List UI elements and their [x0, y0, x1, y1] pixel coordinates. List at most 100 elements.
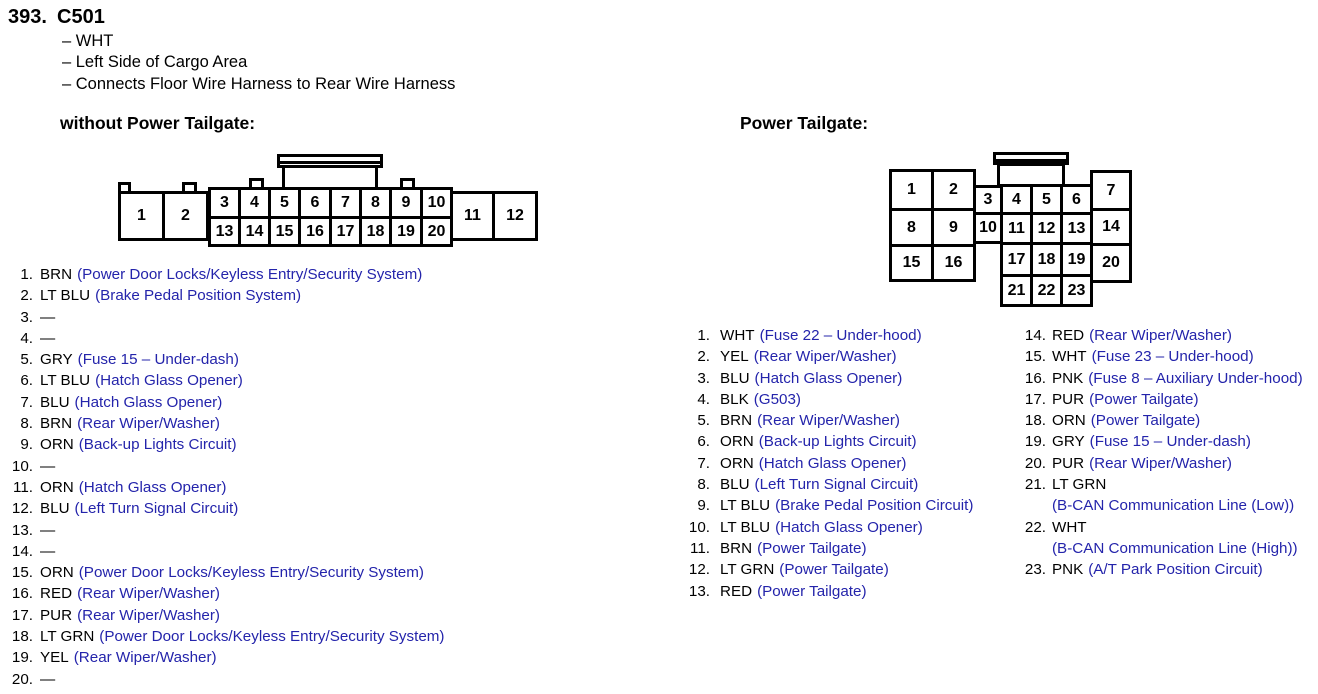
circuit-label: (Rear Wiper/Washer) — [1089, 454, 1232, 472]
circuit-label: (B-CAN Communication Line (Low)) — [1052, 497, 1295, 515]
circuit-label: (Left Turn Signal Circuit) — [754, 476, 919, 494]
wire-color: WHT — [1052, 518, 1087, 536]
wire-color: — — [40, 521, 56, 539]
pin-description: — — [40, 456, 60, 477]
circuit-label: (Hatch Glass Opener) — [758, 454, 907, 472]
wire-color: LT GRN — [40, 628, 95, 646]
wire-color: — — [40, 542, 56, 560]
pin-cell: 19 — [389, 216, 423, 247]
pin-description: BLU(Hatch Glass Opener) — [40, 392, 222, 413]
pin-list-item: 8. BLU(Left Turn Signal Circuit) — [682, 474, 1002, 495]
circuit-label: (Rear Wiper/Washer) — [73, 649, 217, 667]
pin-description: ORN(Power Tailgate) — [1052, 410, 1200, 431]
latch-line — [280, 161, 380, 164]
circuit-label: (Power Tailgate) — [1090, 412, 1201, 430]
pin-list-item: 13. — — [8, 520, 488, 541]
pin-description: BRN(Rear Wiper/Washer) — [720, 410, 900, 431]
pin-cell: 7 — [329, 187, 362, 219]
pin-list-item: 9. LT BLU(Brake Pedal Position Circuit) — [682, 495, 1002, 516]
pin-description: — — [40, 328, 60, 349]
detail-line-function: – Connects Floor Wire Harness to Rear Wi… — [62, 74, 456, 93]
wire-color: — — [40, 670, 56, 688]
wire-color: WHT — [720, 327, 755, 344]
pin-list-item: 11. ORN(Hatch Glass Opener) — [8, 477, 488, 498]
circuit-label: (Rear Wiper/Washer) — [757, 412, 900, 430]
circuit-label: (Hatch Glass Opener) — [95, 372, 243, 390]
pin-list-item: 18. LT GRN(Power Door Locks/Keyless Entr… — [8, 626, 488, 647]
pin-cell: 17 — [1000, 242, 1033, 277]
pin-description: — — [40, 669, 60, 690]
pin-number: 10. — [11, 457, 33, 475]
circuit-label: (Brake Pedal Position System) — [95, 287, 302, 305]
pin-description: — — [40, 541, 60, 562]
connector-details: – WHT – Left Side of Cargo Area – Connec… — [62, 31, 455, 95]
wire-color: LT BLU — [40, 287, 91, 305]
pin-list-item: 9. ORN(Back-up Lights Circuit) — [8, 434, 488, 455]
pin-cell: 16 — [298, 216, 332, 247]
wire-color: BRN — [720, 539, 753, 557]
pin-description: ORN(Back-up Lights Circuit) — [40, 434, 237, 455]
pin-list-item: 10. LT BLU(Hatch Glass Opener) — [682, 517, 1002, 538]
pin-description: ORN(Power Door Locks/Keyless Entry/Secur… — [40, 562, 424, 583]
circuit-label: (Power Tailgate) — [1089, 390, 1199, 408]
pin-cell: 4 — [1000, 184, 1033, 215]
wire-color: PUR — [40, 606, 73, 624]
pin-cell: 11 — [450, 191, 495, 241]
pin-description: LT BLU(Hatch Glass Opener) — [40, 370, 243, 391]
pin-list-item: 16. PNK(Fuse 8 – Auxiliary Under-hood) — [1012, 368, 1312, 389]
pin-description: YEL(Rear Wiper/Washer) — [40, 647, 217, 668]
wire-color: LT BLU — [40, 372, 91, 390]
pin-number: 11. — [690, 539, 710, 557]
pin-number: 8. — [20, 415, 33, 433]
circuit-label: (Left Turn Signal Circuit) — [74, 500, 239, 518]
pin-cell: 9 — [931, 208, 976, 247]
connector-id: C501 — [57, 6, 105, 28]
pin-description: PUR(Power Tailgate) — [1052, 389, 1199, 410]
detail-line-color: – WHT — [62, 32, 114, 50]
pin-description: WHT(Fuse 23 – Under-hood) — [1052, 346, 1254, 367]
circuit-label: (Fuse 15 – Under-dash) — [1089, 433, 1251, 451]
pin-list-item: 20. — — [8, 669, 488, 690]
pin-number: 1. — [20, 266, 33, 283]
pin-cell: 21 — [1000, 274, 1033, 307]
pin-description: LT BLU(Hatch Glass Opener) — [720, 517, 923, 538]
pin-list-item: 19. YEL(Rear Wiper/Washer) — [8, 647, 488, 668]
pin-number: 3. — [20, 308, 33, 326]
pin-list-item: 12. BLU(Left Turn Signal Circuit) — [8, 498, 488, 519]
wire-color: LT BLU — [720, 518, 771, 536]
pin-number: 6. — [20, 372, 33, 390]
pin-number: 8. — [697, 476, 710, 494]
pin-list-item: 10. — — [8, 456, 488, 477]
pin-cell: 1 — [118, 191, 165, 241]
circuit-label: (Power Tailgate) — [757, 539, 867, 557]
pin-number: 18. — [1024, 412, 1046, 430]
pin-list-item: 15. WHT(Fuse 23 – Under-hood) — [1012, 346, 1312, 367]
pin-list-item: 6. ORN(Back-up Lights Circuit) — [682, 431, 1002, 452]
pin-list-item: 5. GRY(Fuse 15 – Under-dash) — [8, 349, 488, 370]
pin-description: — — [40, 520, 60, 541]
pin-number: 4. — [20, 329, 33, 347]
pin-number: 5. — [697, 412, 710, 430]
keying-tab — [182, 182, 197, 191]
pin-cell: 23 — [1060, 274, 1093, 307]
pin-number: 15. — [1024, 348, 1046, 366]
wire-color: ORN — [40, 564, 74, 582]
wire-color: RED — [1052, 327, 1085, 344]
circuit-label: (Rear Wiper/Washer) — [77, 415, 220, 433]
pin-cell: 3 — [208, 187, 241, 219]
pin-number: 10. — [688, 518, 710, 536]
pin-cell: 14 — [1090, 208, 1132, 246]
pin-cell: 6 — [298, 187, 332, 219]
pin-number: 12. — [11, 500, 33, 518]
pin-list-item: 14. RED(Rear Wiper/Washer) — [1012, 325, 1312, 346]
wire-color: GRY — [1052, 433, 1085, 451]
pin-number: 19. — [1024, 433, 1046, 451]
latch-line — [996, 159, 1066, 162]
pin-description: LT BLU(Brake Pedal Position System) — [40, 285, 301, 306]
pin-cell: 16 — [931, 244, 976, 282]
pin-cell: 14 — [238, 216, 271, 247]
keying-tab — [400, 178, 415, 187]
circuit-label: (Hatch Glass Opener) — [775, 518, 923, 536]
pin-list-without-power-tailgate: 1. BRN(Power Door Locks/Keyless Entry/Se… — [8, 264, 488, 690]
wire-color: PNK — [1052, 561, 1084, 579]
